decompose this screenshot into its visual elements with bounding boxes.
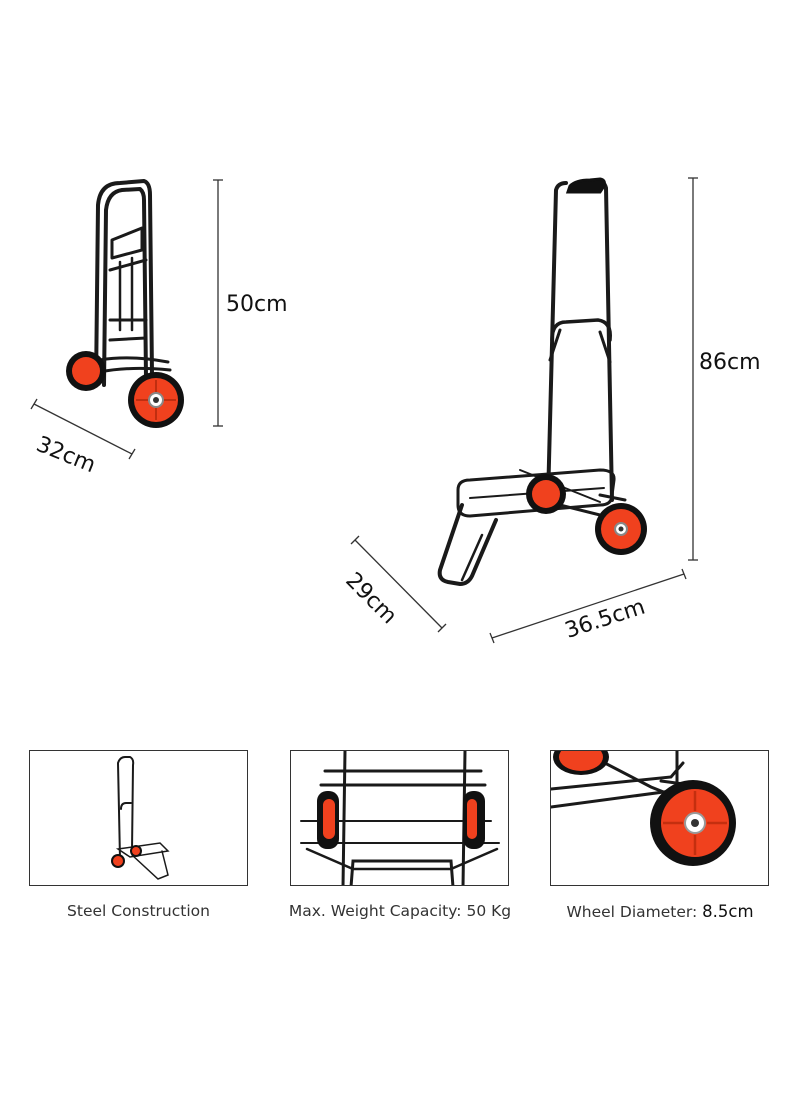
wheel-diameter-value: 8.5cm	[702, 902, 754, 921]
trolley-illustration	[30, 177, 698, 644]
open-trolley-wheels	[526, 474, 647, 555]
wheel-closeup-thumbnail	[551, 751, 736, 866]
feature-box-steel	[29, 750, 248, 886]
weight-capacity-caption: Max. Weight Capacity: 50 Kg	[288, 902, 512, 920]
feature-box-wheel	[550, 750, 769, 886]
steel-trolley-thumbnail	[111, 756, 170, 880]
wheel-diameter-label: Wheel Diameter:	[566, 903, 698, 921]
wheel-diameter-caption: Wheel Diameter: 8.5cm	[540, 902, 780, 921]
folded-trolley	[94, 179, 172, 387]
folded-height-line	[213, 179, 223, 427]
open-height-line	[688, 177, 698, 561]
folded-trolley-wheels	[66, 351, 184, 428]
open-depth-line	[350, 535, 447, 633]
open-width-line	[489, 568, 687, 644]
open-height-label: 86cm	[699, 350, 761, 375]
steel-construction-caption: Steel Construction	[67, 902, 210, 920]
feature-box-capacity	[290, 750, 509, 886]
platform-closeup-thumbnail	[300, 751, 500, 885]
folded-width-line	[30, 398, 136, 460]
folded-height-label: 50cm	[226, 292, 288, 317]
handle-grip-icon	[565, 177, 606, 194]
